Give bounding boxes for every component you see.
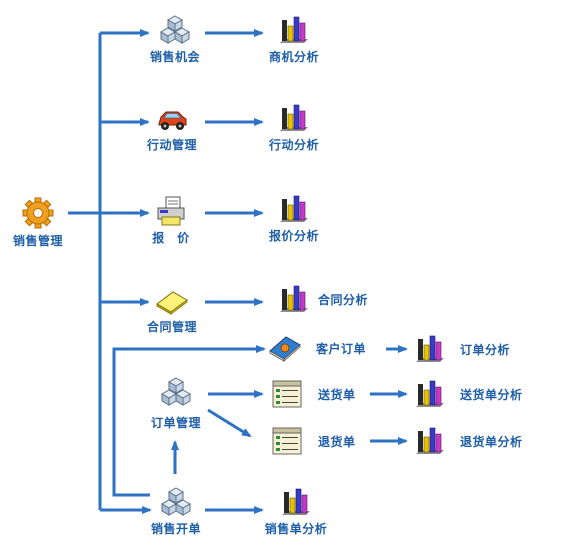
node-label: 行动分析 — [268, 138, 319, 152]
bar-chart-icon — [280, 285, 308, 312]
node-contract-analysis[interactable]: 合同分析 — [278, 283, 368, 315]
node-return-note[interactable]: 退货单 — [272, 427, 356, 455]
node-label: 行动管理 — [146, 138, 197, 152]
cubes-icon — [160, 487, 192, 516]
node-label: 送货单 — [318, 387, 356, 402]
bar-chart-icon — [280, 195, 308, 222]
node-sales-invoice[interactable]: 销售开单 — [140, 486, 212, 537]
node-opportunity-analysis[interactable]: 商机分析 — [258, 14, 330, 65]
node-customer-order[interactable]: 客户订单 — [268, 333, 366, 363]
book-icon — [269, 336, 301, 362]
node-label: 合同分析 — [318, 292, 369, 307]
node-delivery-note[interactable]: 送货单 — [272, 380, 356, 408]
node-label: 销售开单 — [150, 522, 201, 536]
arrow-invoice-to-customer-order — [112, 345, 266, 497]
node-quote-analysis[interactable]: 报价分析 — [258, 193, 330, 244]
node-contract-mgmt[interactable]: 合同管理 — [136, 288, 208, 335]
node-label: 退货单分析 — [460, 434, 523, 449]
node-label: 销售单分析 — [264, 522, 328, 536]
gear-icon — [22, 197, 54, 229]
bar-chart-icon — [416, 335, 444, 362]
node-quote[interactable]: 报 价 — [140, 195, 202, 246]
node-order-analysis[interactable]: 订单分析 — [414, 333, 510, 365]
note-icon — [156, 291, 188, 315]
node-label: 订单管理 — [150, 416, 201, 430]
printer-icon — [157, 196, 185, 226]
arrow-to-return-note — [207, 408, 252, 438]
cubes-icon — [159, 15, 191, 44]
node-action-mgmt[interactable]: 行动管理 — [136, 104, 208, 153]
node-label: 销售管理 — [12, 234, 63, 248]
node-label: 报价分析 — [268, 229, 319, 243]
node-sales-mgmt[interactable]: 销售管理 — [8, 196, 68, 249]
bar-chart-icon — [280, 104, 308, 131]
node-label: 销售机会 — [149, 50, 200, 64]
car-icon — [158, 111, 187, 130]
node-label: 订单分析 — [460, 342, 511, 357]
node-invoice-analysis[interactable]: 销售单分析 — [256, 486, 336, 537]
cubes-icon — [160, 377, 192, 406]
node-action-analysis[interactable]: 行动分析 — [258, 102, 330, 153]
node-label: 报 价 — [152, 231, 190, 245]
node-label: 退货单 — [318, 434, 356, 449]
node-opportunity[interactable]: 销售机会 — [140, 14, 210, 65]
node-label: 送货单分析 — [460, 387, 523, 402]
node-return-analysis[interactable]: 退货单分析 — [414, 425, 523, 457]
node-label: 商机分析 — [268, 50, 319, 64]
bar-chart-icon — [280, 16, 308, 43]
bar-chart-icon — [416, 427, 444, 454]
node-delivery-analysis[interactable]: 送货单分析 — [414, 378, 523, 410]
node-order-mgmt[interactable]: 订单管理 — [140, 376, 212, 431]
node-label: 合同管理 — [146, 320, 197, 334]
node-label: 客户订单 — [316, 341, 367, 356]
bar-chart-icon — [416, 380, 444, 407]
list-icon — [272, 380, 302, 408]
list-icon — [272, 427, 302, 455]
bar-chart-icon — [282, 488, 310, 515]
